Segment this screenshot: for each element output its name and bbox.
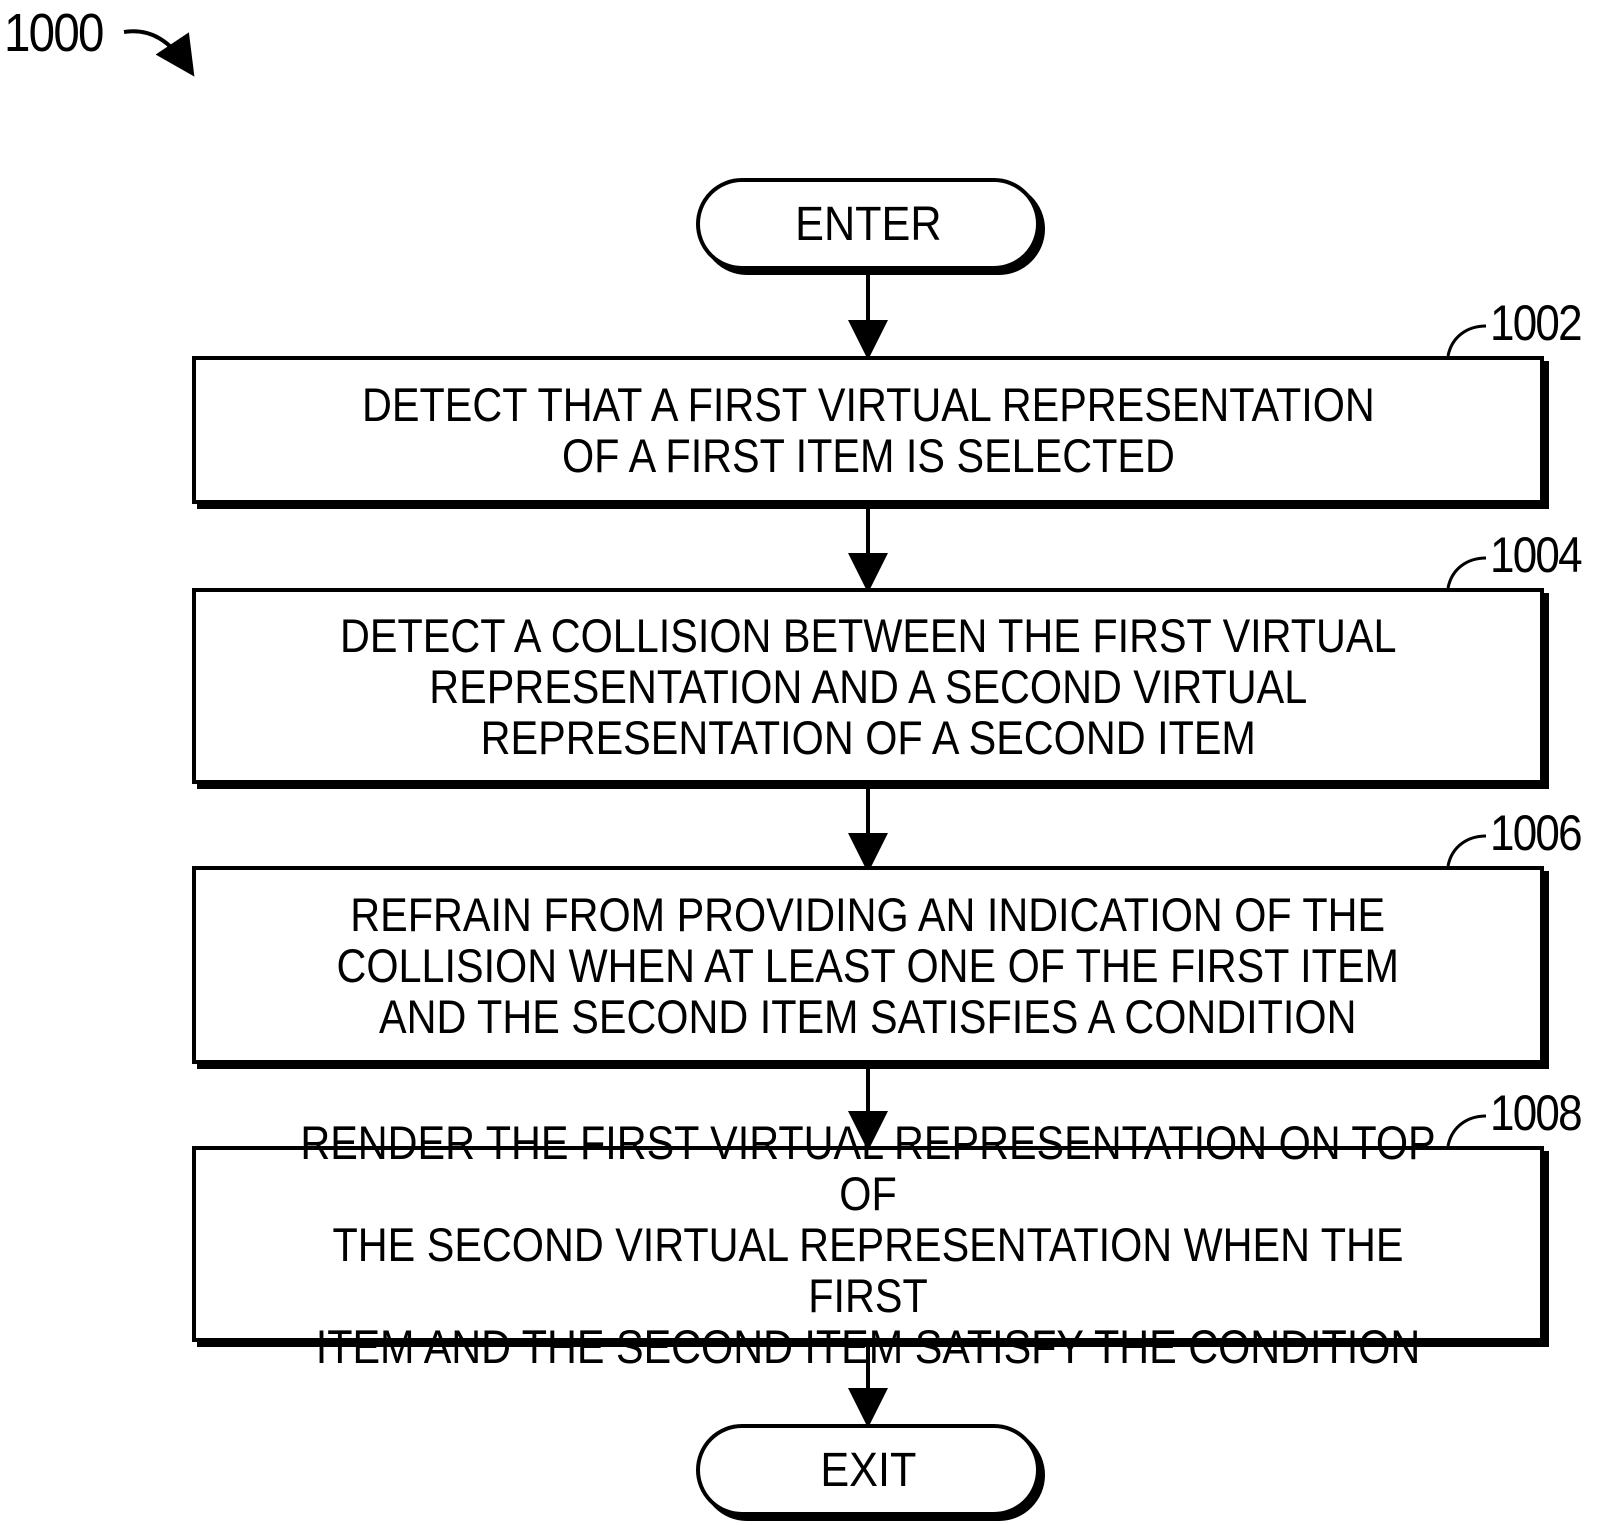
step-1008: RENDER THE FIRST VIRTUAL REPRESENTATION … xyxy=(192,1117,1544,1372)
figure-label-arrow xyxy=(123,29,195,77)
leader-1002 xyxy=(1446,324,1487,357)
enter-terminal: ENTER xyxy=(696,178,1040,270)
ref-1008: 1008 xyxy=(1490,1085,1583,1141)
figure-label: 1000 xyxy=(4,3,104,63)
step-1006: REFRAIN FROM PROVIDING AN INDICATION OF … xyxy=(192,866,1544,1064)
enter-label: ENTER xyxy=(794,197,942,251)
step-1004-text: DETECT A COLLISION BETWEEN THE FIRST VIR… xyxy=(339,608,1397,764)
leader-1008 xyxy=(1446,1114,1487,1147)
leader-1004 xyxy=(1446,556,1487,589)
step-1002-text: DETECT THAT A FIRST VIRTUAL REPRESENTATI… xyxy=(361,378,1375,482)
ref-1004: 1004 xyxy=(1490,527,1583,583)
ref-1002: 1002 xyxy=(1490,295,1583,351)
step-1004: DETECT A COLLISION BETWEEN THE FIRST VIR… xyxy=(192,588,1544,784)
exit-terminal: EXIT xyxy=(696,1424,1040,1516)
step-1008-text: RENDER THE FIRST VIRTUAL REPRESENTATION … xyxy=(300,1115,1436,1373)
leader-1006 xyxy=(1446,834,1487,867)
ref-1006: 1006 xyxy=(1490,805,1583,861)
step-1006-text: REFRAIN FROM PROVIDING AN INDICATION OF … xyxy=(336,887,1400,1043)
step-1002: DETECT THAT A FIRST VIRTUAL REPRESENTATI… xyxy=(192,356,1544,504)
exit-label: EXIT xyxy=(819,1443,917,1497)
